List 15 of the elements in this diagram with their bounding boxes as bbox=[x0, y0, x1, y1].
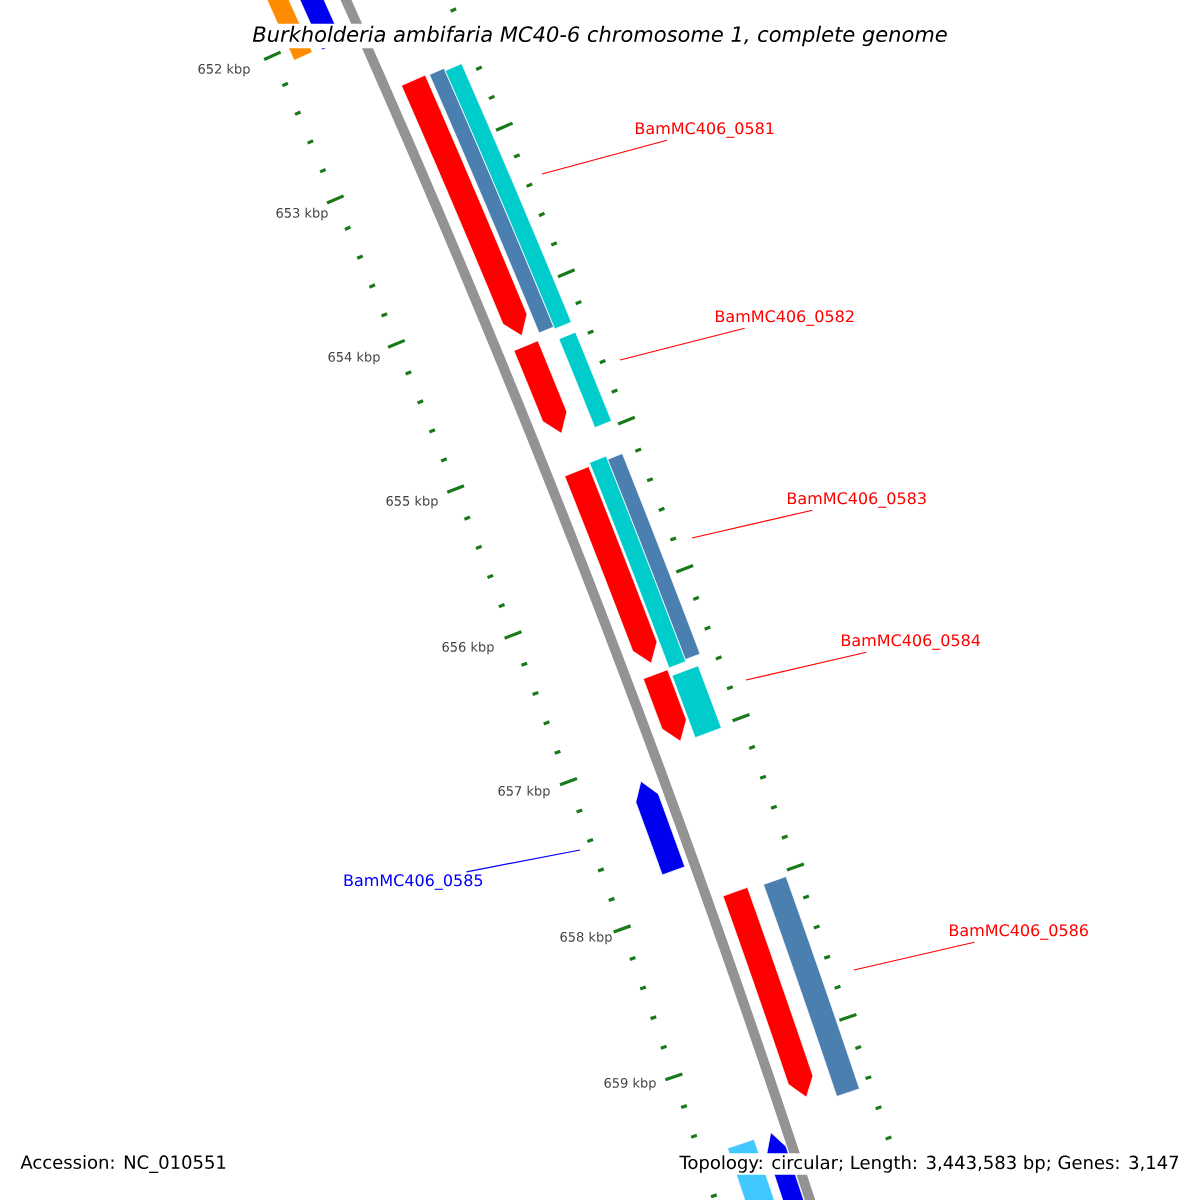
gene-label: BamMC406_0586 bbox=[950, 924, 1088, 940]
gene-label: BamMC406_0582 bbox=[716, 310, 854, 326]
accession-text: Accession: NC_010551 bbox=[18, 1153, 229, 1175]
leader-line bbox=[465, 849, 581, 873]
gene-label: BamMC406_0581 bbox=[635, 122, 774, 138]
leader-line bbox=[745, 651, 867, 681]
gene-label: BamMC406_0583 bbox=[788, 492, 926, 508]
title: Burkholderia ambifaria MC40-6 chromosome 1, complete genome bbox=[250, 23, 950, 49]
leader-line bbox=[691, 509, 813, 539]
genome-info-text: Topology: circular; Length: 3,443,583 bp; Genes: 3,147 bbox=[677, 1153, 1182, 1175]
leader-line bbox=[853, 941, 975, 971]
leader-line bbox=[541, 139, 668, 175]
leader-line bbox=[619, 327, 746, 361]
gene-label: BamMC406_0585 bbox=[344, 874, 483, 890]
gene-label: BamMC406_0584 bbox=[842, 634, 981, 650]
